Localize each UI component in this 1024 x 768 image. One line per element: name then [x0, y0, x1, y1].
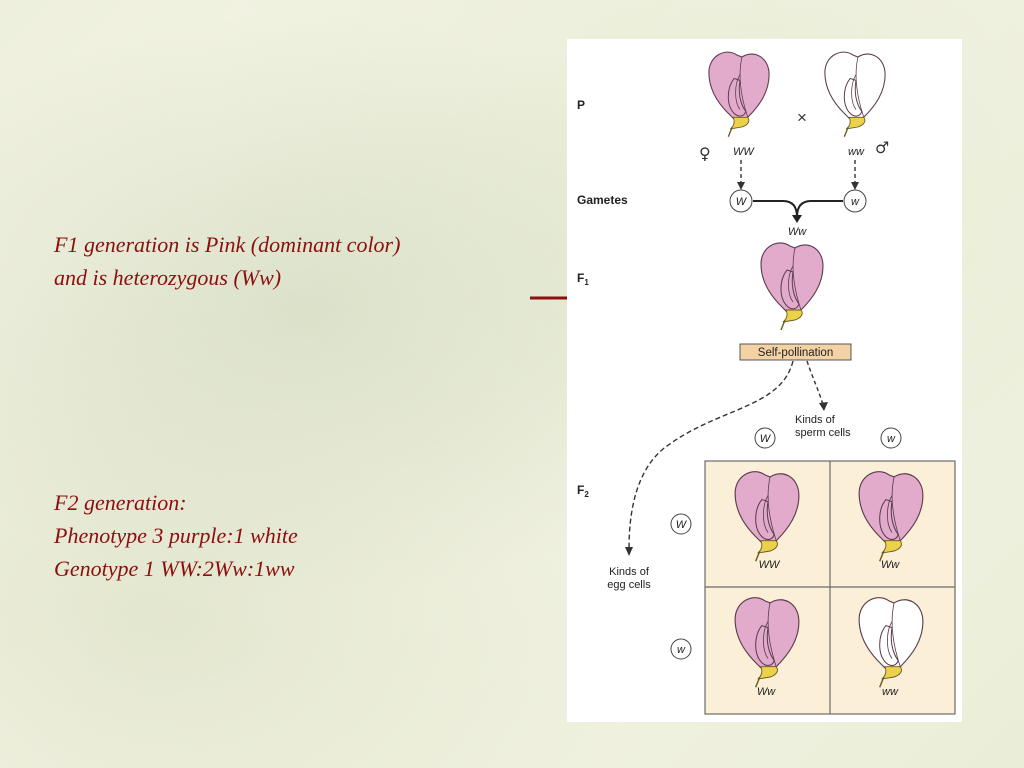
f1-pink-flower: [760, 242, 824, 331]
f1-explanation: F1 generation is Pink (dominant color) a…: [54, 228, 400, 294]
egg-W-label: W: [676, 519, 688, 531]
gamete-W-circle: [729, 189, 753, 213]
cross-diagram: P Gametes F1 F2 × ♀ WW ww ♂ W w Ww Self-…: [567, 39, 962, 722]
parent-pink-flower: [708, 51, 770, 137]
gamete-left-label: W: [736, 196, 748, 208]
f1-text-line2: and is heterozygous (Ww): [54, 265, 282, 290]
punnett-cell-1-genotype: WW: [759, 559, 781, 571]
sperm-W-circle: [754, 427, 776, 449]
f2-text-line3: Genotype 1 WW:2Ww:1ww: [54, 556, 295, 581]
egg-W-circle: [670, 513, 692, 535]
sperm-label-line2: sperm cells: [795, 427, 851, 439]
f2-text-line1: F2 generation:: [54, 490, 187, 515]
parent-white-flower: [824, 51, 886, 137]
punnett-square: WW Ww Ww ww: [704, 460, 956, 715]
sperm-w-circle: [880, 427, 902, 449]
gamete-right-label: w: [851, 196, 860, 208]
egg-label-line2: egg cells: [607, 579, 651, 591]
f1-text-line1: F1 generation is Pink (dominant color): [54, 232, 401, 257]
sperm-label-line1: Kinds of: [795, 414, 836, 426]
egg-w-label: w: [677, 644, 686, 656]
f1-genotype: Ww: [788, 226, 807, 238]
label-f1: F1: [577, 271, 589, 287]
punnett-cell-4-genotype: ww: [882, 686, 899, 698]
self-pollination-label: Self-pollination: [758, 347, 833, 359]
parent-left-genotype: WW: [733, 146, 755, 158]
parent-right-genotype: ww: [848, 146, 865, 158]
self-pollination-box: [739, 343, 852, 361]
f2-text-line2: Phenotype 3 purple:1 white: [54, 523, 298, 548]
sperm-W-label: W: [760, 433, 772, 445]
punnett-cell-3-genotype: Ww: [757, 686, 776, 698]
label-f2: F2: [577, 483, 589, 499]
label-p: P: [577, 98, 585, 112]
male-icon: ♂: [875, 138, 889, 157]
egg-label-line1: Kinds of: [609, 566, 650, 578]
f2-explanation: F2 generation: Phenotype 3 purple:1 whit…: [54, 486, 298, 585]
egg-w-circle: [670, 638, 692, 660]
cross-symbol: ×: [797, 108, 807, 127]
female-icon: ♀: [699, 144, 711, 163]
sperm-w-label: w: [887, 433, 896, 445]
label-gametes: Gametes: [577, 193, 628, 207]
gamete-w-circle: [843, 189, 867, 213]
punnett-cell-2-genotype: Ww: [881, 559, 900, 571]
